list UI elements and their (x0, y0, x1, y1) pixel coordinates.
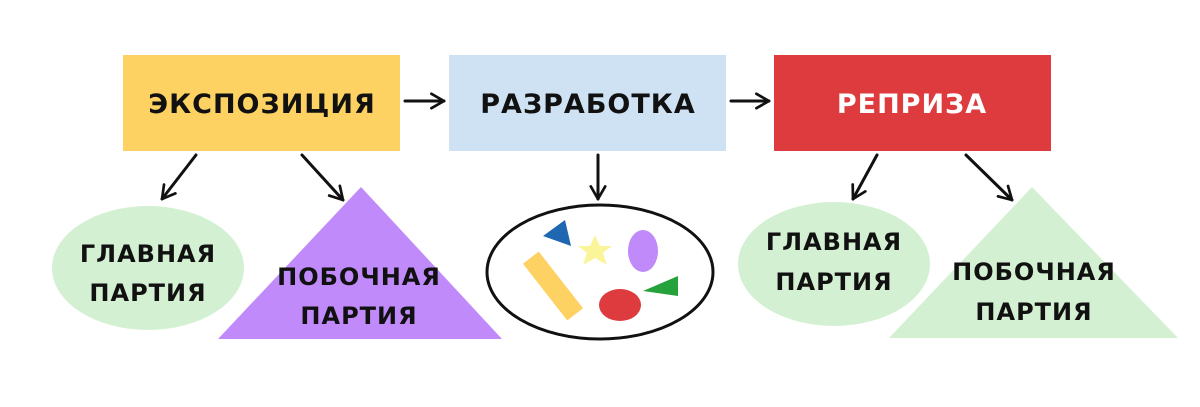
blue-triangle-shape (543, 220, 571, 246)
recapitulation-box: РЕПРИЗА (774, 55, 1051, 151)
development-container-ellipse (485, 203, 715, 341)
yellow-star-shape (578, 235, 612, 265)
exposition-main-line2: ПАРТИЯ (89, 279, 206, 307)
recapitulation-label: РЕПРИЗА (837, 89, 987, 120)
exposition-main-theme: ГЛАВНАЯ ПАРТИЯ (52, 206, 244, 330)
recapitulation-main-line1: ГЛАВНАЯ (766, 228, 902, 256)
exposition-main-line1: ГЛАВНАЯ (80, 240, 216, 268)
exposition-label: ЭКСПОЗИЦИЯ (148, 89, 375, 120)
exposition-box: ЭКСПОЗИЦИЯ (123, 55, 400, 151)
green-triangle-shape (643, 276, 678, 296)
exposition-main-ellipse (52, 206, 244, 330)
exposition-box-bg (123, 55, 400, 151)
recapitulation-secondary-line2: ПАРТИЯ (975, 298, 1092, 326)
arrow-to-exposition-main (160, 153, 198, 201)
arrow-to-recapitulation-secondary (964, 153, 1014, 202)
recapitulation-main-theme: ГЛАВНАЯ ПАРТИЯ (738, 202, 930, 326)
arrow-to-recapitulation-main (851, 153, 879, 201)
development-label: РАЗРАБОТКА (480, 89, 695, 120)
arrow-to-exposition-secondary (300, 153, 345, 202)
exposition-secondary-line2: ПАРТИЯ (300, 302, 417, 330)
exposition-secondary-triangle (218, 187, 502, 339)
purple-ellipse-shape (628, 230, 658, 272)
orange-bar-shape (522, 251, 584, 321)
recapitulation-secondary-theme: ПОБОЧНАЯ ПАРТИЯ (889, 187, 1178, 338)
recapitulation-main-ellipse (738, 202, 930, 326)
development-box: РАЗРАБОТКА (449, 55, 726, 151)
development-box-bg (449, 55, 726, 151)
recapitulation-main-line2: ПАРТИЯ (775, 268, 892, 296)
exposition-secondary-theme: ПОБОЧНАЯ ПАРТИЯ (218, 187, 502, 339)
recapitulation-secondary-line1: ПОБОЧНАЯ (952, 258, 1116, 286)
red-ellipse-shape (599, 289, 641, 321)
exposition-secondary-line1: ПОБОЧНАЯ (277, 263, 441, 291)
development-shapes (485, 203, 715, 341)
recapitulation-secondary-triangle (889, 187, 1178, 338)
recapitulation-box-bg (774, 55, 1051, 151)
